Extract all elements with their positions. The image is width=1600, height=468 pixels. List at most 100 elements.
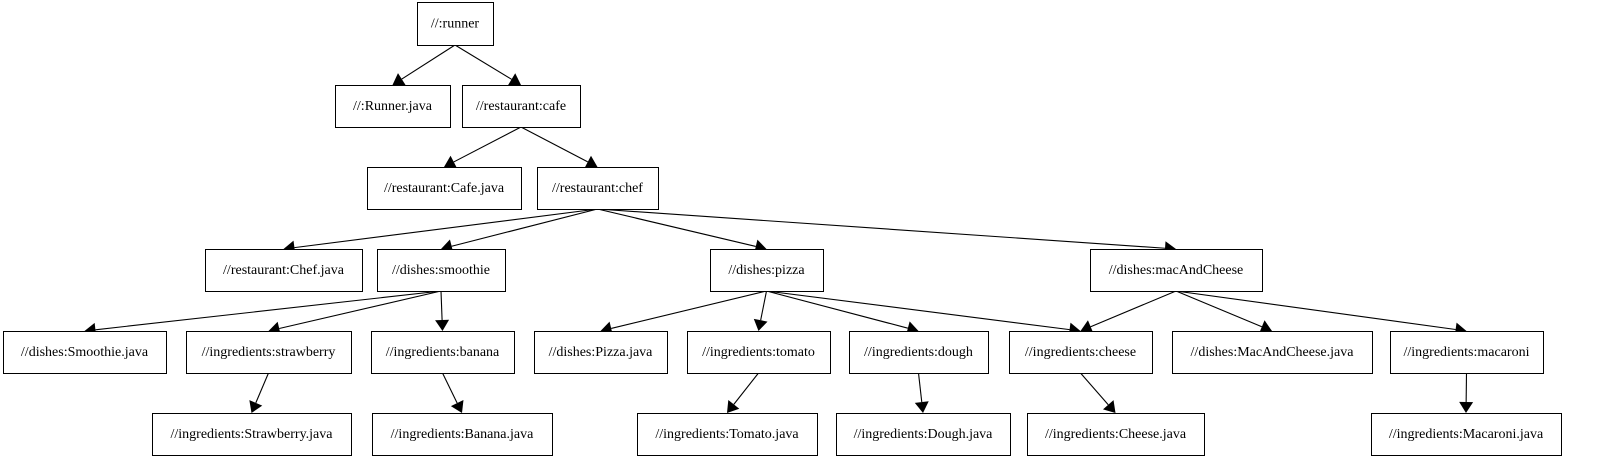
node-label: //ingredients:Cheese.java xyxy=(1045,427,1187,442)
node-box[interactable] xyxy=(335,85,451,128)
node-box[interactable] xyxy=(372,413,553,456)
node-box[interactable] xyxy=(205,249,363,292)
graph-edge xyxy=(766,290,1081,337)
edge-arrowhead-icon xyxy=(1102,400,1116,413)
graph-node-dishes-pizza[interactable]: //dishes:pizza xyxy=(710,249,824,292)
node-box[interactable] xyxy=(637,413,818,456)
edge-line xyxy=(611,290,767,329)
edge-line xyxy=(95,290,442,331)
edge-arrowhead-icon xyxy=(507,73,521,86)
graph-edge xyxy=(392,44,456,85)
graph-edge xyxy=(1459,372,1474,413)
edge-line xyxy=(1080,372,1109,406)
graph-node-dishes-macandcheese[interactable]: //dishes:macAndCheese xyxy=(1090,249,1263,292)
edge-line xyxy=(766,290,1070,331)
node-box[interactable] xyxy=(710,249,824,292)
node-label: //ingredients:Macaroni.java xyxy=(1389,427,1544,442)
edge-arrowhead-icon xyxy=(435,319,450,331)
graph-edge xyxy=(597,208,1176,256)
edge-line xyxy=(597,208,1166,249)
graph-node-cheese-java[interactable]: //ingredients:Cheese.java xyxy=(1027,413,1205,456)
node-box[interactable] xyxy=(1371,413,1562,456)
node-box[interactable] xyxy=(1009,331,1153,374)
edge-arrowhead-icon xyxy=(914,401,929,413)
graph-edge xyxy=(1080,290,1177,334)
graph-node-runner-java[interactable]: //:Runner.java xyxy=(335,85,451,128)
node-box[interactable] xyxy=(417,2,494,46)
graph-node-restaurant-cafe[interactable]: //restaurant:cafe xyxy=(462,85,581,128)
node-box[interactable] xyxy=(849,331,989,374)
graph-node-strawberry-java[interactable]: //ingredients:Strawberry.java xyxy=(152,413,352,456)
graph-node-restaurant-chef[interactable]: //restaurant:chef xyxy=(537,167,659,210)
edge-arrowhead-icon xyxy=(249,400,263,413)
node-box[interactable] xyxy=(377,249,506,292)
edge-arrowhead-icon xyxy=(753,318,768,331)
node-box[interactable] xyxy=(371,331,515,374)
node-box[interactable] xyxy=(462,85,581,128)
node-box[interactable] xyxy=(1390,331,1544,374)
node-box[interactable] xyxy=(836,413,1011,456)
graph-node-ing-banana[interactable]: //ingredients:banana xyxy=(371,331,515,374)
edge-line xyxy=(294,208,598,249)
node-box[interactable] xyxy=(687,331,831,374)
edge-arrowhead-icon xyxy=(392,73,406,85)
edges-layer xyxy=(84,44,1474,413)
node-label: //ingredients:cheese xyxy=(1025,345,1136,360)
node-box[interactable] xyxy=(3,331,167,374)
graph-node-dishes-smoothie[interactable]: //dishes:smoothie xyxy=(377,249,506,292)
edge-line xyxy=(766,290,909,329)
node-box[interactable] xyxy=(1090,249,1263,292)
graph-node-macandcheese-java[interactable]: //dishes:MacAndCheese.java xyxy=(1172,331,1373,374)
edge-line xyxy=(401,44,456,80)
graph-node-banana-java[interactable]: //ingredients:Banana.java xyxy=(372,413,553,456)
graph-node-runner[interactable]: //:runner xyxy=(417,2,494,46)
node-label: //ingredients:Tomato.java xyxy=(655,427,799,442)
edge-line xyxy=(597,208,756,248)
graph-node-dough-java[interactable]: //ingredients:Dough.java xyxy=(836,413,1011,456)
edge-line xyxy=(917,372,923,403)
node-label: //ingredients:banana xyxy=(386,345,500,360)
node-box[interactable] xyxy=(534,331,668,374)
edge-line xyxy=(279,290,442,330)
node-box[interactable] xyxy=(186,331,352,374)
graph-node-ing-cheese[interactable]: //ingredients:cheese xyxy=(1009,331,1153,374)
edge-arrowhead-icon xyxy=(1259,320,1272,334)
graph-node-ing-dough[interactable]: //ingredients:dough xyxy=(849,331,989,374)
graph-node-chef-java[interactable]: //restaurant:Chef.java xyxy=(205,249,363,292)
graph-edge xyxy=(766,290,919,335)
edge-arrowhead-icon xyxy=(1459,401,1474,413)
edge-line xyxy=(451,208,598,247)
graph-node-smoothie-java[interactable]: //dishes:Smoothie.java xyxy=(3,331,167,374)
graph-node-ing-tomato[interactable]: //ingredients:tomato xyxy=(687,331,831,374)
node-label: //dishes:Pizza.java xyxy=(549,345,654,360)
edge-line xyxy=(760,290,768,321)
graph-node-ing-macaroni[interactable]: //ingredients:macaroni xyxy=(1390,331,1544,374)
graph-node-ing-strawberry[interactable]: //ingredients:strawberry xyxy=(186,331,352,374)
graph-node-macaroni-java[interactable]: //ingredients:Macaroni.java xyxy=(1371,413,1562,456)
node-label: //ingredients:Banana.java xyxy=(391,427,534,442)
graph-node-cafe-java[interactable]: //restaurant:Cafe.java xyxy=(367,167,522,210)
node-label: //restaurant:chef xyxy=(552,181,643,196)
node-label: //dishes:macAndCheese xyxy=(1109,263,1244,278)
node-box[interactable] xyxy=(1172,331,1373,374)
node-box[interactable] xyxy=(1027,413,1205,456)
edge-line xyxy=(454,44,512,80)
node-box[interactable] xyxy=(367,167,522,210)
graph-node-tomato-java[interactable]: //ingredients:Tomato.java xyxy=(637,413,818,456)
edge-arrowhead-icon xyxy=(444,155,457,169)
node-label: //restaurant:Cafe.java xyxy=(384,181,505,196)
graph-edge xyxy=(1175,290,1272,334)
graph-edge xyxy=(597,208,767,254)
edge-arrowhead-icon xyxy=(450,400,464,413)
edge-line xyxy=(453,126,522,163)
node-label: //ingredients:Strawberry.java xyxy=(171,427,334,442)
node-box[interactable] xyxy=(152,413,352,456)
graph-edge xyxy=(1175,290,1467,337)
graph-node-pizza-java[interactable]: //dishes:Pizza.java xyxy=(534,331,668,374)
graph-edge xyxy=(442,372,464,413)
graph-edge xyxy=(441,208,598,254)
edge-arrowhead-icon xyxy=(1080,320,1094,334)
graph-edge xyxy=(520,126,598,169)
graph-edge xyxy=(914,372,929,413)
node-box[interactable] xyxy=(537,167,659,210)
